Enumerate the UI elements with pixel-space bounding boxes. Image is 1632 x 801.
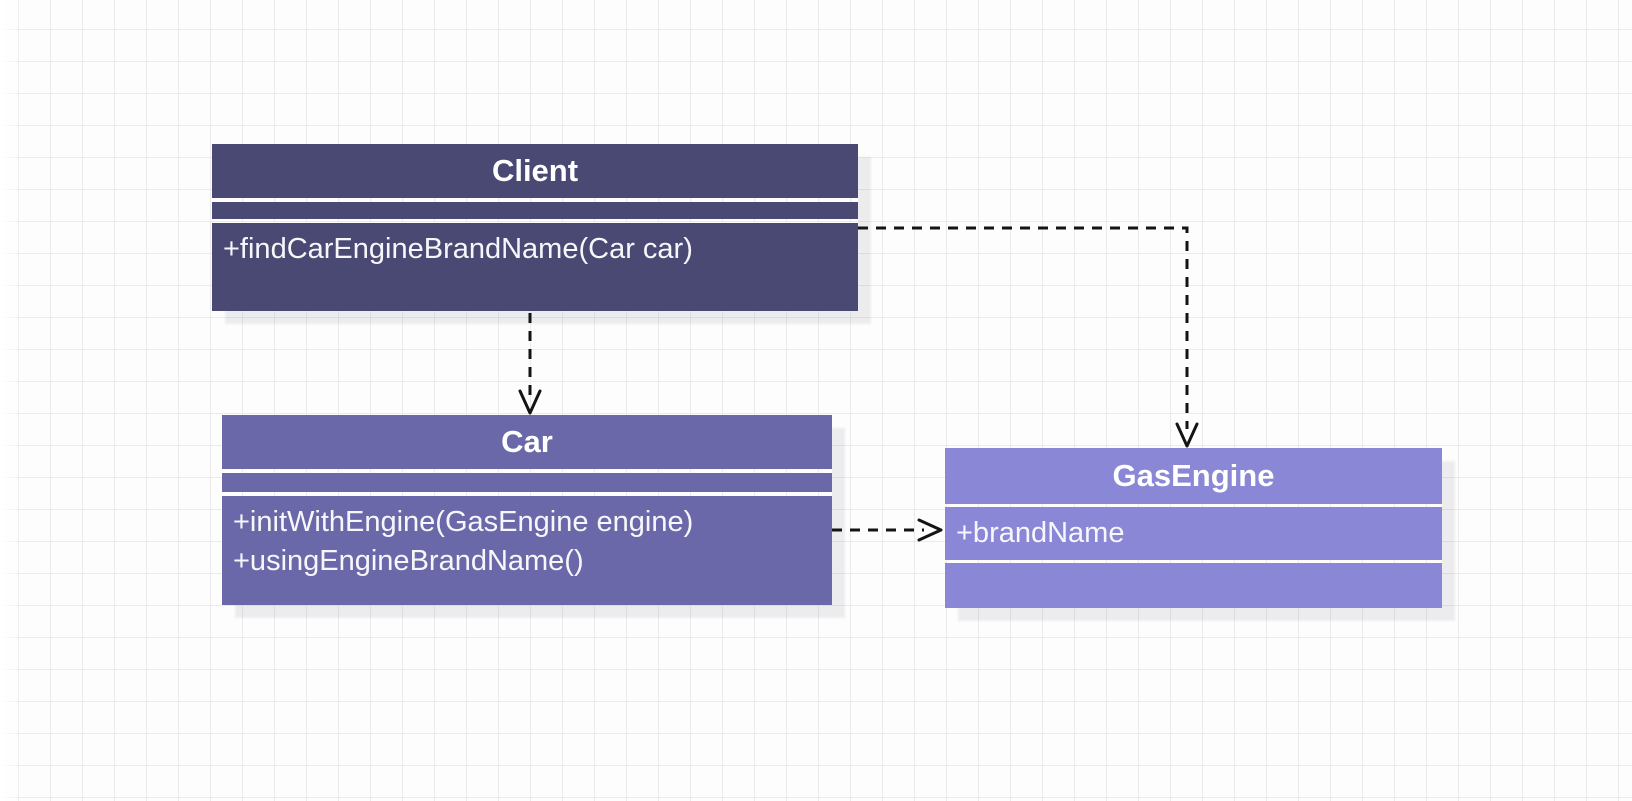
class-attributes-section[interactable] [212, 202, 858, 219]
dependency-arrow-client-to-gasengine[interactable] [858, 226, 1199, 448]
class-methods-section[interactable]: +initWithEngine(GasEngine engine) +using… [222, 496, 832, 605]
dependency-arrow-client-to-car[interactable] [518, 313, 542, 415]
method-label: +findCarEngineBrandName(Car car) [223, 233, 693, 265]
class-title[interactable]: Car [222, 415, 832, 469]
class-methods-section[interactable]: +findCarEngineBrandName(Car car) [212, 223, 858, 311]
dependency-arrow-car-to-gasengine[interactable] [832, 518, 943, 542]
class-box-client[interactable]: Client +findCarEngineBrandName(Car car) [212, 144, 858, 311]
canvas-left-fade [0, 0, 22, 801]
method-label: +usingEngineBrandName() [233, 545, 584, 577]
class-attributes-section[interactable]: +brandName [945, 507, 1442, 560]
class-title[interactable]: GasEngine [945, 448, 1442, 504]
attribute-label: +brandName [956, 517, 1125, 549]
class-title[interactable]: Client [212, 144, 858, 198]
class-box-gasengine[interactable]: GasEngine +brandName [945, 448, 1442, 608]
method-label: +initWithEngine(GasEngine engine) [233, 506, 694, 538]
class-box-car[interactable]: Car +initWithEngine(GasEngine engine) +u… [222, 415, 832, 605]
class-methods-section[interactable] [945, 563, 1442, 608]
class-attributes-section[interactable] [222, 473, 832, 492]
